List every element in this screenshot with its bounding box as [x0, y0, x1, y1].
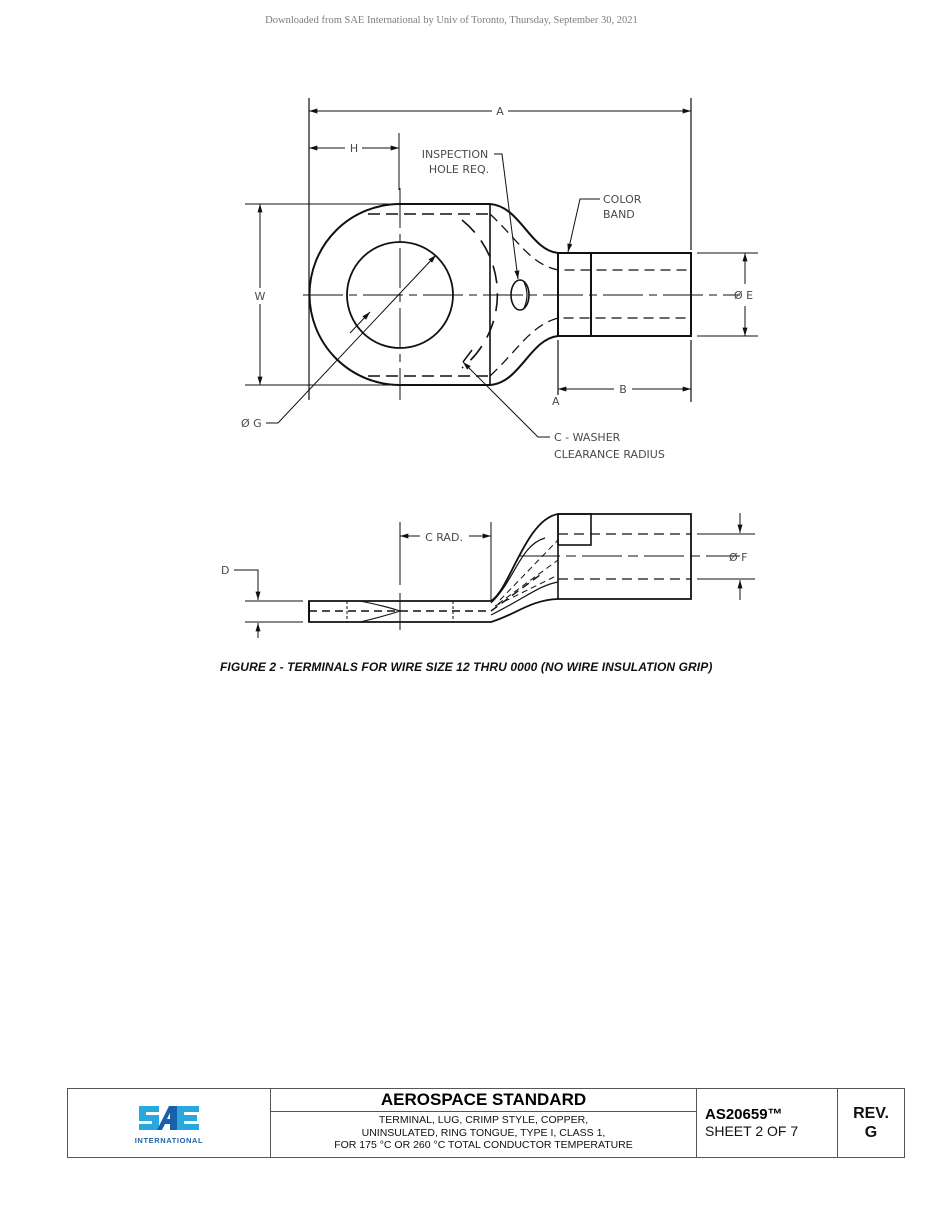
dim-c-rad-label: C RAD.	[425, 531, 463, 544]
washer-label-2: CLEARANCE RADIUS	[554, 448, 665, 461]
inspection-label-1: INSPECTION	[422, 148, 489, 161]
revision-cell: REV. G	[838, 1089, 904, 1157]
description-line-2: UNINSULATED, RING TONGUE, TYPE I, CLASS …	[361, 1126, 606, 1139]
dim-h-label: H	[350, 142, 358, 155]
color-band-label-2: BAND	[603, 208, 635, 221]
dim-f-label: Ø F	[729, 551, 747, 564]
description-line-1: TERMINAL, LUG, CRIMP STYLE, COPPER,	[378, 1114, 589, 1126]
document-cell: AS20659™ SHEET 2 OF 7	[697, 1089, 838, 1157]
inspection-label-2: HOLE REQ.	[429, 163, 489, 176]
dim-d-label: D	[221, 564, 229, 577]
revision-value: G	[864, 1124, 878, 1141]
color-band-label-1: COLOR	[603, 193, 642, 206]
dim-e-label: Ø E	[734, 289, 753, 302]
document-number: AS20659™	[705, 1106, 783, 1123]
download-watermark: Downloaded from SAE International by Uni…	[265, 15, 638, 26]
title-block: INTERNATIONAL AEROSPACE STANDARD TERMINA…	[67, 1088, 905, 1158]
figure-caption: FIGURE 2 - TERMINALS FOR WIRE SIZE 12 TH…	[220, 660, 713, 674]
sae-logo-mark	[139, 1105, 199, 1130]
washer-label-1: C - WASHER	[554, 431, 621, 444]
description-line-3: FOR 175 °C OR 260 °C TOTAL CONDUCTOR TEM…	[334, 1139, 633, 1151]
standard-heading: AEROSPACE STANDARD	[271, 1089, 696, 1112]
sae-logo: INTERNATIONAL	[68, 1089, 271, 1157]
revision-label: REV.	[853, 1105, 889, 1122]
standard-description: TERMINAL, LUG, CRIMP STYLE, COPPER, UNIN…	[271, 1112, 696, 1157]
dim-a-label: A	[496, 105, 504, 118]
sheet-number: SHEET 2 OF 7	[705, 1123, 799, 1139]
dim-g-label: Ø G	[241, 417, 262, 430]
top-view	[245, 98, 758, 438]
section-mark-label: A	[552, 395, 560, 408]
dim-b-label: B	[619, 383, 627, 396]
sae-logo-text: INTERNATIONAL	[134, 1135, 204, 1145]
title-cell: AEROSPACE STANDARD TERMINAL, LUG, CRIMP …	[271, 1089, 697, 1157]
side-view	[234, 513, 755, 638]
dim-w-label: W	[255, 290, 266, 303]
terminal-lug-drawing: A H W INSPECTION HOLE REQ. COLOR BAND Ø …	[221, 98, 758, 638]
